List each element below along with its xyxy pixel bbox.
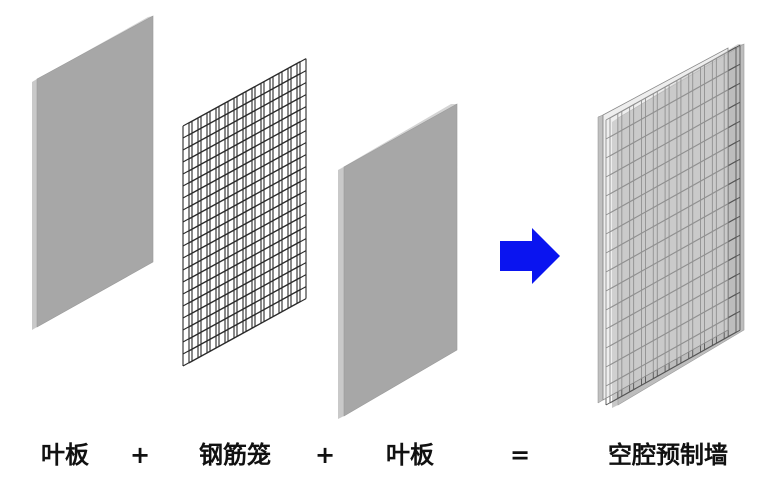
leaf-panel-right bbox=[338, 103, 458, 419]
rebar-horizontal bbox=[188, 190, 307, 256]
wall-front-panel-edge bbox=[597, 114, 604, 404]
rebar-horizontal bbox=[609, 291, 741, 366]
rebar-horizontal bbox=[188, 178, 307, 244]
rebar-horizontal bbox=[609, 120, 741, 195]
rebar-horizontal bbox=[609, 44, 741, 119]
rebar-horizontal bbox=[188, 286, 307, 352]
leaf-panel-left-edge bbox=[32, 79, 37, 330]
rebar-horizontal bbox=[188, 166, 307, 232]
rebar-horizontal bbox=[188, 274, 307, 340]
equals-sign: = bbox=[509, 441, 531, 469]
rebar-cage bbox=[182, 58, 307, 367]
rebar-horizontal bbox=[188, 130, 307, 196]
label-hollow-wall: 空腔预制墙 bbox=[608, 441, 728, 469]
rebar-horizontal bbox=[188, 118, 307, 184]
leaf-panel-left-face bbox=[36, 15, 154, 328]
rebar-horizontal bbox=[188, 58, 307, 124]
rebar-horizontal bbox=[609, 139, 741, 214]
rebar-horizontal bbox=[188, 262, 307, 328]
plus-sign: + bbox=[314, 441, 336, 469]
rebar-horizontal bbox=[188, 250, 307, 316]
rebar-horizontal bbox=[188, 298, 307, 364]
rebar-horizontal bbox=[188, 238, 307, 304]
leaf-panel-right-edge bbox=[338, 167, 344, 419]
wall-front-panel bbox=[602, 47, 729, 401]
rebar-horizontal bbox=[609, 177, 741, 252]
rebar-horizontal bbox=[609, 272, 741, 347]
leaf-panel-left bbox=[32, 15, 154, 330]
rebar-horizontal bbox=[609, 215, 741, 290]
plus-sign: + bbox=[129, 441, 151, 469]
leaf-panel-right-face bbox=[343, 103, 458, 417]
rebar-horizontal bbox=[188, 202, 307, 268]
rebar-horizontal bbox=[609, 63, 741, 138]
rebar-horizontal bbox=[609, 253, 741, 328]
rebar-horizontal bbox=[609, 158, 741, 233]
rebar-horizontal bbox=[188, 70, 307, 136]
label-leaf-panel: 叶板 bbox=[41, 441, 89, 469]
rebar-horizontal bbox=[609, 101, 741, 176]
rebar-horizontal bbox=[188, 106, 307, 172]
rebar-horizontal bbox=[609, 310, 741, 385]
rebar-horizontal bbox=[188, 94, 307, 160]
rebar-horizontal bbox=[188, 154, 307, 220]
rebar-horizontal bbox=[609, 82, 741, 157]
wall-rebar-grid bbox=[605, 44, 741, 406]
rebar-horizontal bbox=[188, 226, 307, 292]
rebar-horizontal bbox=[609, 196, 741, 271]
rebar-horizontal bbox=[188, 82, 307, 148]
rebar-horizontal bbox=[188, 142, 307, 208]
rebar-horizontal bbox=[188, 214, 307, 280]
label-rebar-cage: 钢筋笼 bbox=[199, 441, 271, 469]
hollow-wall-panel bbox=[597, 43, 745, 408]
right-arrow-icon bbox=[500, 228, 560, 284]
label-leaf-panel: 叶板 bbox=[386, 441, 434, 469]
rebar-horizontal bbox=[609, 234, 741, 309]
rebar-horizontal bbox=[609, 329, 741, 404]
